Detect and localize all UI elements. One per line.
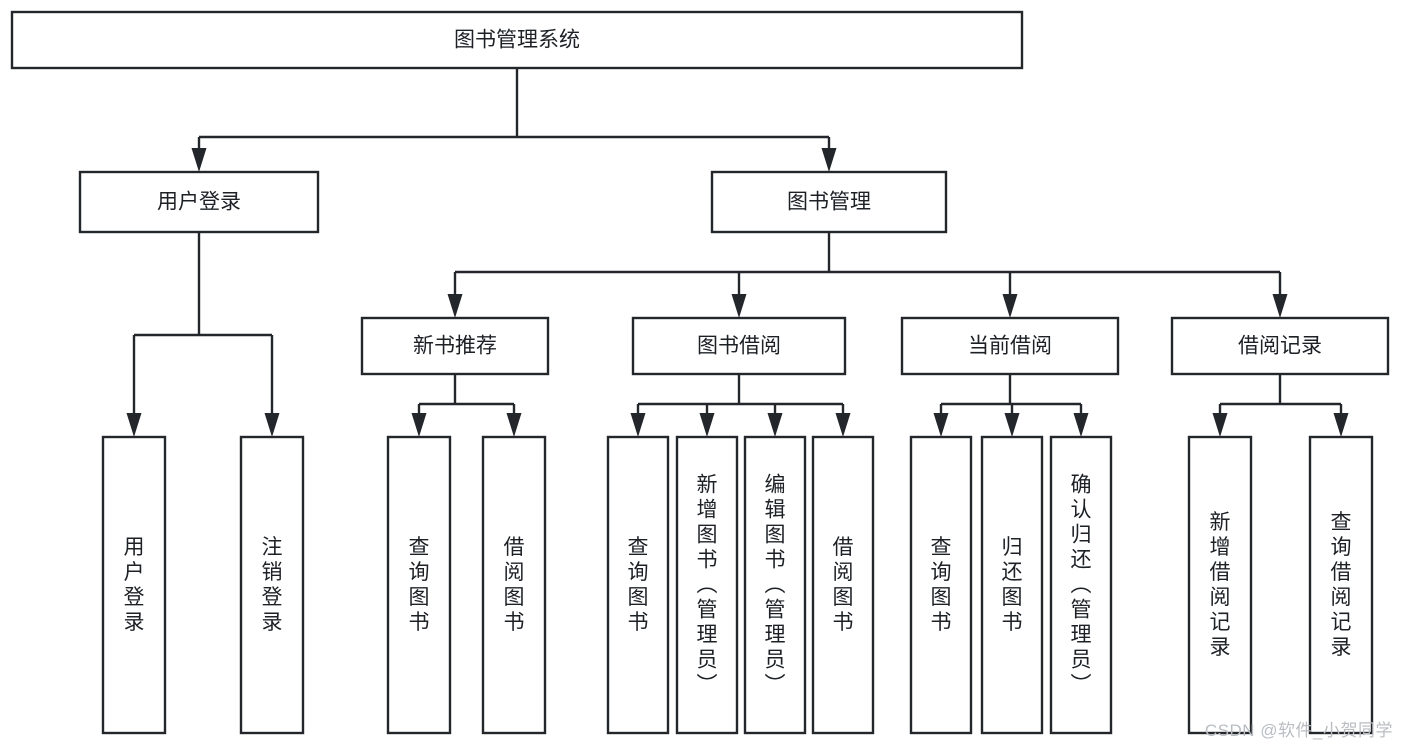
- node-leaf-9[interactable]: 归还图书: [980, 435, 1044, 735]
- node-level2-1-label: 图书管理: [787, 191, 871, 214]
- leaf-arrow-2-1-arrowhead: [699, 413, 715, 437]
- node-level3-1-label: 图书借阅: [697, 335, 781, 358]
- leaf-arrow-0-0-arrowhead: [126, 413, 142, 437]
- node-leaf-7-box[interactable]: [811, 435, 875, 735]
- node-leaf-3-label: 借阅图书: [504, 536, 525, 634]
- node-leaf-2-box[interactable]: [386, 435, 452, 735]
- leaf-arrow-1-1-arrowhead: [506, 413, 522, 437]
- node-leaf-4[interactable]: 查询图书: [606, 435, 670, 735]
- node-level3-3[interactable]: 借阅记录: [1170, 316, 1390, 376]
- node-leaf-1[interactable]: 注销登录: [239, 435, 305, 735]
- node-leaf-2-label: 查询图书: [409, 536, 430, 634]
- node-leaf-8-label: 查询图书: [931, 536, 952, 634]
- node-level2-0-label: 用户登录: [157, 191, 241, 214]
- leaf-arrow-4-1-arrowhead: [1333, 413, 1349, 437]
- node-level3-0[interactable]: 新书推荐: [360, 316, 550, 376]
- leaf-arrow-3-1-arrowhead: [1004, 413, 1020, 437]
- node-leaf-10[interactable]: 确认归还︵管理员︶: [1049, 435, 1113, 735]
- mgr-to-l3-2-arrowhead: [1002, 294, 1018, 318]
- node-root-label: 图书管理系统: [454, 29, 580, 52]
- node-level2-1[interactable]: 图书管理: [710, 170, 948, 234]
- node-level3-3-label: 借阅记录: [1238, 335, 1322, 358]
- node-leaf-11-box[interactable]: [1187, 435, 1253, 735]
- node-level3-1[interactable]: 图书借阅: [631, 316, 847, 376]
- leaf-arrow-0-1-arrowhead: [264, 413, 280, 437]
- watermark-label: CSDN @软件_小贺同学: [1204, 721, 1393, 740]
- node-level3-0-label: 新书推荐: [413, 335, 497, 358]
- node-leaf-5-box[interactable]: [675, 435, 739, 735]
- node-level3-2[interactable]: 当前借阅: [900, 316, 1120, 376]
- node-leaf-12-label: 查询借阅记录: [1331, 511, 1352, 659]
- leaf-arrow-2-2-arrowhead: [767, 413, 783, 437]
- leaf-arrow-1-0-arrowhead: [411, 413, 427, 437]
- node-level3-0-box[interactable]: [360, 316, 550, 376]
- node-level3-2-box[interactable]: [900, 316, 1120, 376]
- node-leaf-10-box[interactable]: [1049, 435, 1113, 735]
- node-leaf-6-label: 编辑图书︵管理员︶: [765, 474, 786, 697]
- node-leaf-0-label: 用户登录: [124, 536, 145, 634]
- node-leaf-4-label: 查询图书: [628, 536, 649, 634]
- mgr-to-l3-0-arrowhead: [447, 294, 463, 318]
- node-level3-2-label: 当前借阅: [968, 335, 1052, 358]
- root-to-l2-1-arrowhead: [821, 148, 837, 172]
- mgr-to-l3-1-arrowhead: [731, 294, 747, 318]
- node-level3-1-box[interactable]: [631, 316, 847, 376]
- node-leaf-1-box[interactable]: [239, 435, 305, 735]
- node-leaf-4-box[interactable]: [606, 435, 670, 735]
- node-leaf-9-label: 归还图书: [1002, 536, 1023, 634]
- node-leaf-3-box[interactable]: [481, 435, 547, 735]
- node-leaf-5-label: 新增图书︵管理员︶: [697, 474, 718, 697]
- mgr-to-l3-3-arrowhead: [1272, 294, 1288, 318]
- node-leaf-6-box[interactable]: [743, 435, 807, 735]
- node-leaf-11-label: 新增借阅记录: [1210, 511, 1231, 659]
- leaf-arrow-2-0-arrowhead: [630, 413, 646, 437]
- root-to-l2-0-arrowhead: [191, 148, 207, 172]
- node-leaf-2[interactable]: 查询图书: [386, 435, 452, 735]
- node-leaf-7[interactable]: 借阅图书: [811, 435, 875, 735]
- leaf-arrow-3-2-arrowhead: [1073, 413, 1089, 437]
- leaf-arrow-2-3-arrowhead: [835, 413, 851, 437]
- connectors-layer: [126, 68, 1349, 437]
- node-level2-0-box[interactable]: [78, 170, 320, 234]
- node-leaf-0-box[interactable]: [101, 435, 167, 735]
- node-leaf-6[interactable]: 编辑图书︵管理员︶: [743, 435, 807, 735]
- node-root[interactable]: 图书管理系统: [10, 10, 1024, 70]
- node-leaf-12-box[interactable]: [1308, 435, 1374, 735]
- node-leaf-8-box[interactable]: [909, 435, 973, 735]
- node-level2-0[interactable]: 用户登录: [78, 170, 320, 234]
- nodes-layer: 图书管理系统用户登录图书管理新书推荐图书借阅当前借阅借阅记录用户登录注销登录查询…: [10, 10, 1390, 735]
- node-leaf-9-box[interactable]: [980, 435, 1044, 735]
- node-leaf-11[interactable]: 新增借阅记录: [1187, 435, 1253, 735]
- leaf-arrow-4-0-arrowhead: [1212, 413, 1228, 437]
- node-leaf-1-label: 注销登录: [262, 536, 283, 634]
- node-leaf-7-label: 借阅图书: [833, 536, 854, 634]
- node-leaf-0[interactable]: 用户登录: [101, 435, 167, 735]
- node-leaf-12[interactable]: 查询借阅记录: [1308, 435, 1374, 735]
- node-leaf-3[interactable]: 借阅图书: [481, 435, 547, 735]
- node-leaf-10-label: 确认归还︵管理员︶: [1071, 474, 1092, 697]
- leaf-arrow-3-0-arrowhead: [933, 413, 949, 437]
- node-level3-3-box[interactable]: [1170, 316, 1390, 376]
- node-root-box[interactable]: [10, 10, 1024, 70]
- node-level2-1-box[interactable]: [710, 170, 948, 234]
- node-leaf-8[interactable]: 查询图书: [909, 435, 973, 735]
- node-leaf-5[interactable]: 新增图书︵管理员︶: [675, 435, 739, 735]
